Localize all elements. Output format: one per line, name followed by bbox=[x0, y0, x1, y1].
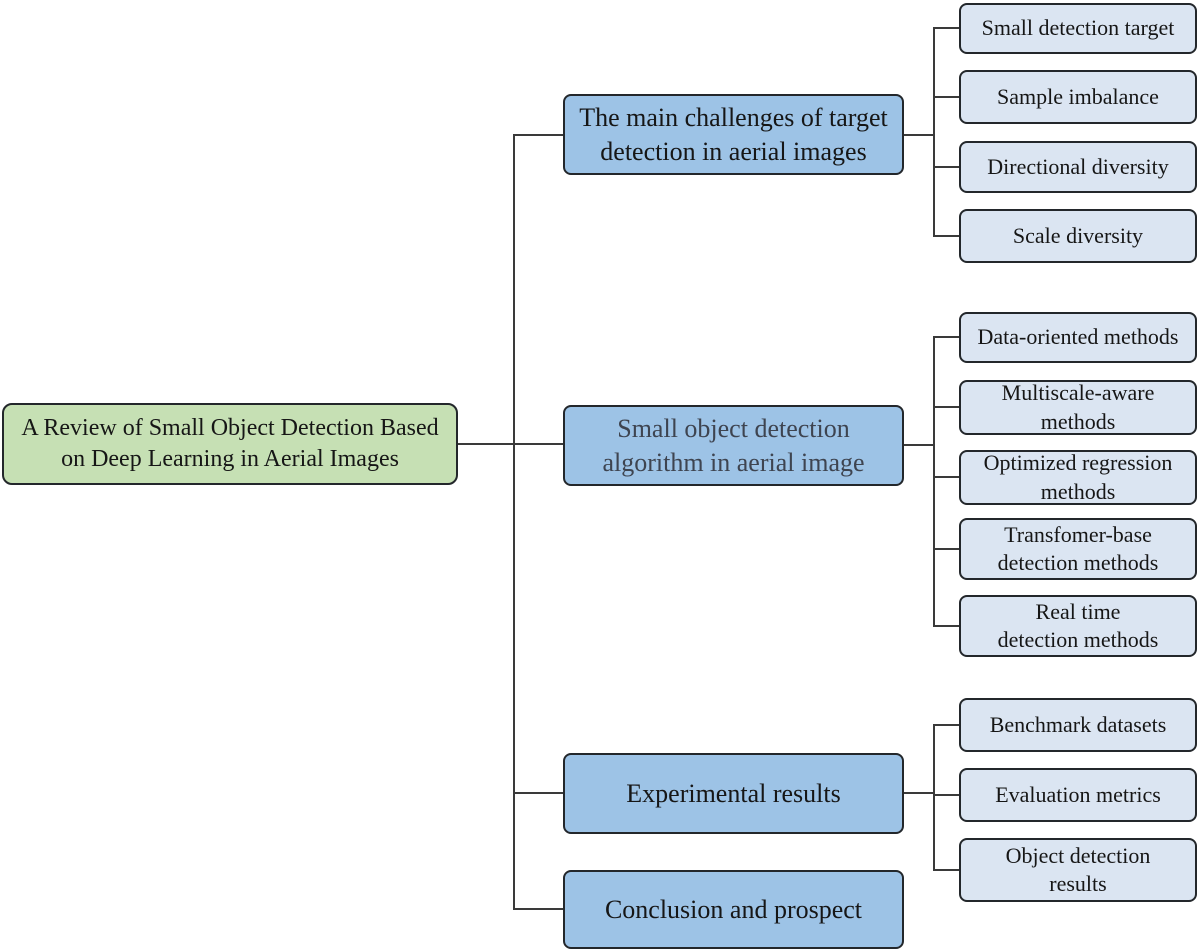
connector-branch1-right bbox=[902, 134, 935, 136]
connector-group3-vertical bbox=[933, 724, 935, 871]
node-label-line: Conclusion and prospect bbox=[604, 894, 863, 924]
node-label-line: Experimental results bbox=[626, 778, 841, 808]
node-label-line: Scale diversity bbox=[1012, 222, 1144, 248]
connector-group3-stub3 bbox=[933, 869, 960, 871]
leaf-directional-diversity: Directional diversity bbox=[959, 141, 1197, 193]
connector-trunk-left bbox=[513, 134, 515, 910]
leaf-small-detection-target: Small detection target bbox=[959, 3, 1197, 54]
leaf-data-oriented-methods: Data-oriented methods bbox=[959, 312, 1197, 363]
leaf-object-detection-results: Object detection results bbox=[959, 838, 1197, 902]
node-label-line: Small object detection bbox=[617, 414, 850, 444]
node-label-line: Evaluation metrics bbox=[995, 781, 1161, 807]
connector-trunk-to-branch4 bbox=[513, 908, 565, 910]
branch-detection-algorithm: Small object detection algorithm in aeri… bbox=[563, 405, 904, 486]
connector-group3-stub2 bbox=[933, 794, 960, 796]
branch-main-challenges: The main challenges of target detection … bbox=[563, 94, 904, 175]
connector-group2-stub2 bbox=[933, 406, 960, 408]
node-label-line: detection methods bbox=[997, 550, 1159, 575]
node-label-line: Optimized regression bbox=[983, 450, 1173, 476]
connector-group2-stub3 bbox=[933, 476, 960, 478]
node-label-line: detection methods bbox=[997, 627, 1159, 652]
leaf-multiscale-aware-methods: Multiscale-aware methods bbox=[959, 380, 1197, 435]
connector-group2-vertical bbox=[933, 336, 935, 627]
node-label-line: detection in aerial images bbox=[600, 136, 867, 166]
connector-group2-stub5 bbox=[933, 625, 960, 627]
node-label-line: algorithm in aerial image bbox=[602, 447, 865, 477]
node-label-line: Directional diversity bbox=[987, 153, 1169, 179]
connector-group1-stub4 bbox=[933, 235, 960, 237]
node-label-line: Benchmark datasets bbox=[989, 711, 1167, 737]
connector-group2-stub4 bbox=[933, 548, 960, 550]
node-label-line: Transfomer-base bbox=[1004, 521, 1152, 547]
leaf-benchmark-datasets: Benchmark datasets bbox=[959, 698, 1197, 752]
branch-experimental-results: Experimental results bbox=[563, 753, 904, 834]
node-label-line: Object detection bbox=[1005, 842, 1151, 868]
node-label-line: Data-oriented methods bbox=[977, 324, 1179, 350]
leaf-evaluation-metrics: Evaluation metrics bbox=[959, 768, 1197, 822]
connector-group3-stub1 bbox=[933, 724, 960, 726]
leaf-real-time-detection-methods: Real time detection methods bbox=[959, 595, 1197, 657]
node-label-line: The main challenges of target bbox=[579, 103, 888, 133]
node-label-line: methods bbox=[1040, 478, 1116, 504]
connector-trunk-to-branch3 bbox=[513, 792, 565, 794]
leaf-transfomer-base-detection-methods: Transfomer-base detection methods bbox=[959, 518, 1197, 580]
leaf-scale-diversity: Scale diversity bbox=[959, 209, 1197, 263]
connector-trunk-to-branch1 bbox=[513, 134, 565, 136]
node-label-line: on Deep Learning in Aerial Images bbox=[61, 446, 399, 472]
node-label-line: A Review of Small Object Detection Based bbox=[21, 415, 439, 442]
connector-group1-stub2 bbox=[933, 96, 960, 98]
connector-group1-stub1 bbox=[933, 27, 960, 29]
connector-root-to-branch2 bbox=[456, 443, 565, 445]
node-label-line: Sample imbalance bbox=[997, 83, 1159, 109]
connector-group2-stub1 bbox=[933, 336, 960, 338]
connector-branch3-right bbox=[902, 792, 935, 794]
leaf-sample-imbalance: Sample imbalance bbox=[959, 70, 1197, 124]
connector-group1-vertical bbox=[933, 27, 935, 237]
node-label-line: results bbox=[1049, 871, 1107, 896]
branch-conclusion-prospect: Conclusion and prospect bbox=[563, 870, 904, 949]
root-node: A Review of Small Object Detection Based… bbox=[2, 403, 458, 485]
node-label-line: Small detection target bbox=[981, 15, 1175, 41]
connector-branch2-right bbox=[902, 444, 935, 446]
node-label-line: methods bbox=[1040, 408, 1116, 434]
connector-group1-stub3 bbox=[933, 166, 960, 168]
node-label-line: Multiscale-aware bbox=[1001, 380, 1155, 406]
node-label-line: Real time bbox=[1035, 598, 1121, 624]
leaf-optimized-regression-methods: Optimized regression methods bbox=[959, 450, 1197, 505]
